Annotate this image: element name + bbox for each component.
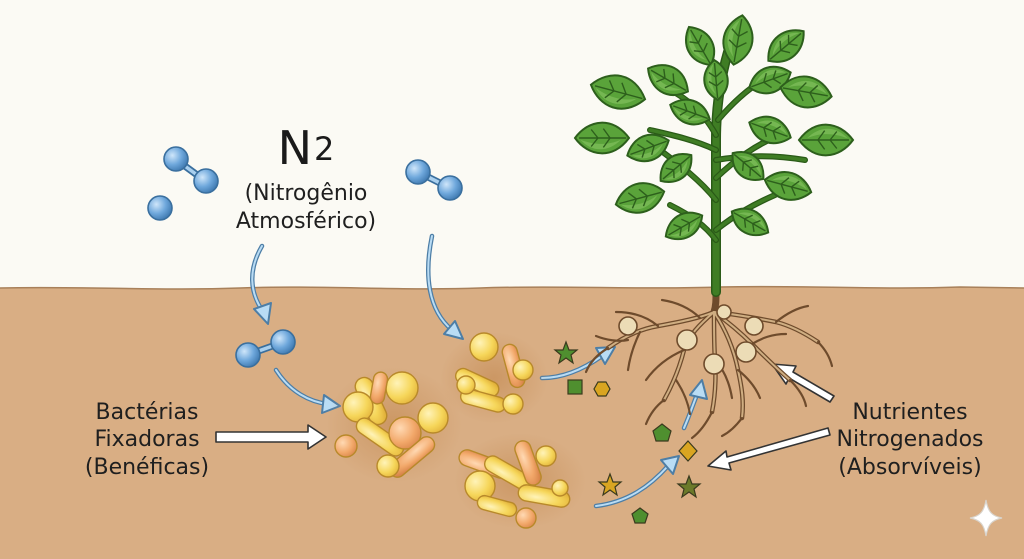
root-nodule-icon [676,329,698,351]
atmospheric-nitrogen-label: N2 (Nitrogênio Atmosférico) [236,121,376,234]
root-nodule-icon [735,341,757,363]
nutrient-square-icon [567,379,583,395]
nitrogen-molecule-icon [405,159,463,201]
nutrient-pentagon-icon [652,423,672,442]
plant-icon [573,14,855,297]
flow-arrow [539,346,616,381]
nutrient-star-icon [553,340,579,365]
formula-subscript: 2 [314,130,334,168]
root-nodule-icon [618,316,638,336]
nitrogen-molecule-icon [163,146,219,194]
leaf-icon [703,58,729,102]
leaf-icon [614,182,666,214]
flow-arrow [426,233,464,340]
svg-text:N2: N2 [278,121,335,175]
nitrogen-atom-icon [147,195,173,221]
nutrients-label-line1: Nutrientes [852,400,967,425]
root-nodule-icon [703,353,725,375]
leaf-icon [797,123,855,157]
leaf-icon [684,25,716,67]
leaf-icon [664,211,704,241]
leaf-icon [626,133,670,163]
flow-arrow [681,379,708,431]
leaf-icon [573,121,631,155]
sky [0,0,1024,295]
flow-arrow [593,455,680,509]
nutrient-diamond-icon [678,440,698,462]
leaf-icon [779,75,833,109]
nutrient-star-icon [676,474,702,499]
leaf-icon [669,98,711,126]
sparkle-icon [969,499,1003,537]
atmosphere-name-line1: (Nitrogênio [245,181,368,206]
leaf-icon [647,64,689,96]
formula-text: N [278,121,312,175]
leaf-icon [767,29,805,63]
nutrients-label-line3: (Absorvíveis) [838,455,981,480]
leaf-icon [748,115,792,145]
bacteria-cluster-icon [326,367,462,483]
pointer-arrow [215,424,327,450]
nutrient-hexagon-icon [593,381,611,397]
leaf-icon [730,207,770,237]
pointer-arrow [707,427,831,471]
soil-surface-line [0,285,1024,290]
bacteria-cluster-icon [440,332,548,424]
leaf-icon [763,171,813,201]
root-nodule-icon [716,304,732,320]
bacteria-label-line2: Fixadoras [94,427,199,452]
atmosphere-name-line2: Atmosférico) [236,209,376,234]
nutrients-label: Nutrientes Nitrogenados (Absorvíveis) [836,400,983,480]
nitrogen-molecule-icon [235,329,296,368]
root-nodule-icon [744,316,764,336]
bacteria-cluster-icon [454,433,586,529]
leaf-icon [589,74,647,110]
flow-arrow [250,243,272,325]
leaf-icon [659,153,693,183]
leaves [573,14,855,241]
leaf-icon [731,151,765,181]
bacteria-label-line1: Bactérias [96,400,199,425]
bacteria-label-line3: (Benéficas) [85,455,209,480]
bacteria-label: Bactérias Fixadoras (Benéficas) [85,400,209,480]
nutrients-label-line2: Nitrogenados [836,427,983,452]
nutrient-pentagon-icon [631,507,649,524]
nutrient-star-icon [597,472,623,497]
leaf-icon [722,14,754,66]
